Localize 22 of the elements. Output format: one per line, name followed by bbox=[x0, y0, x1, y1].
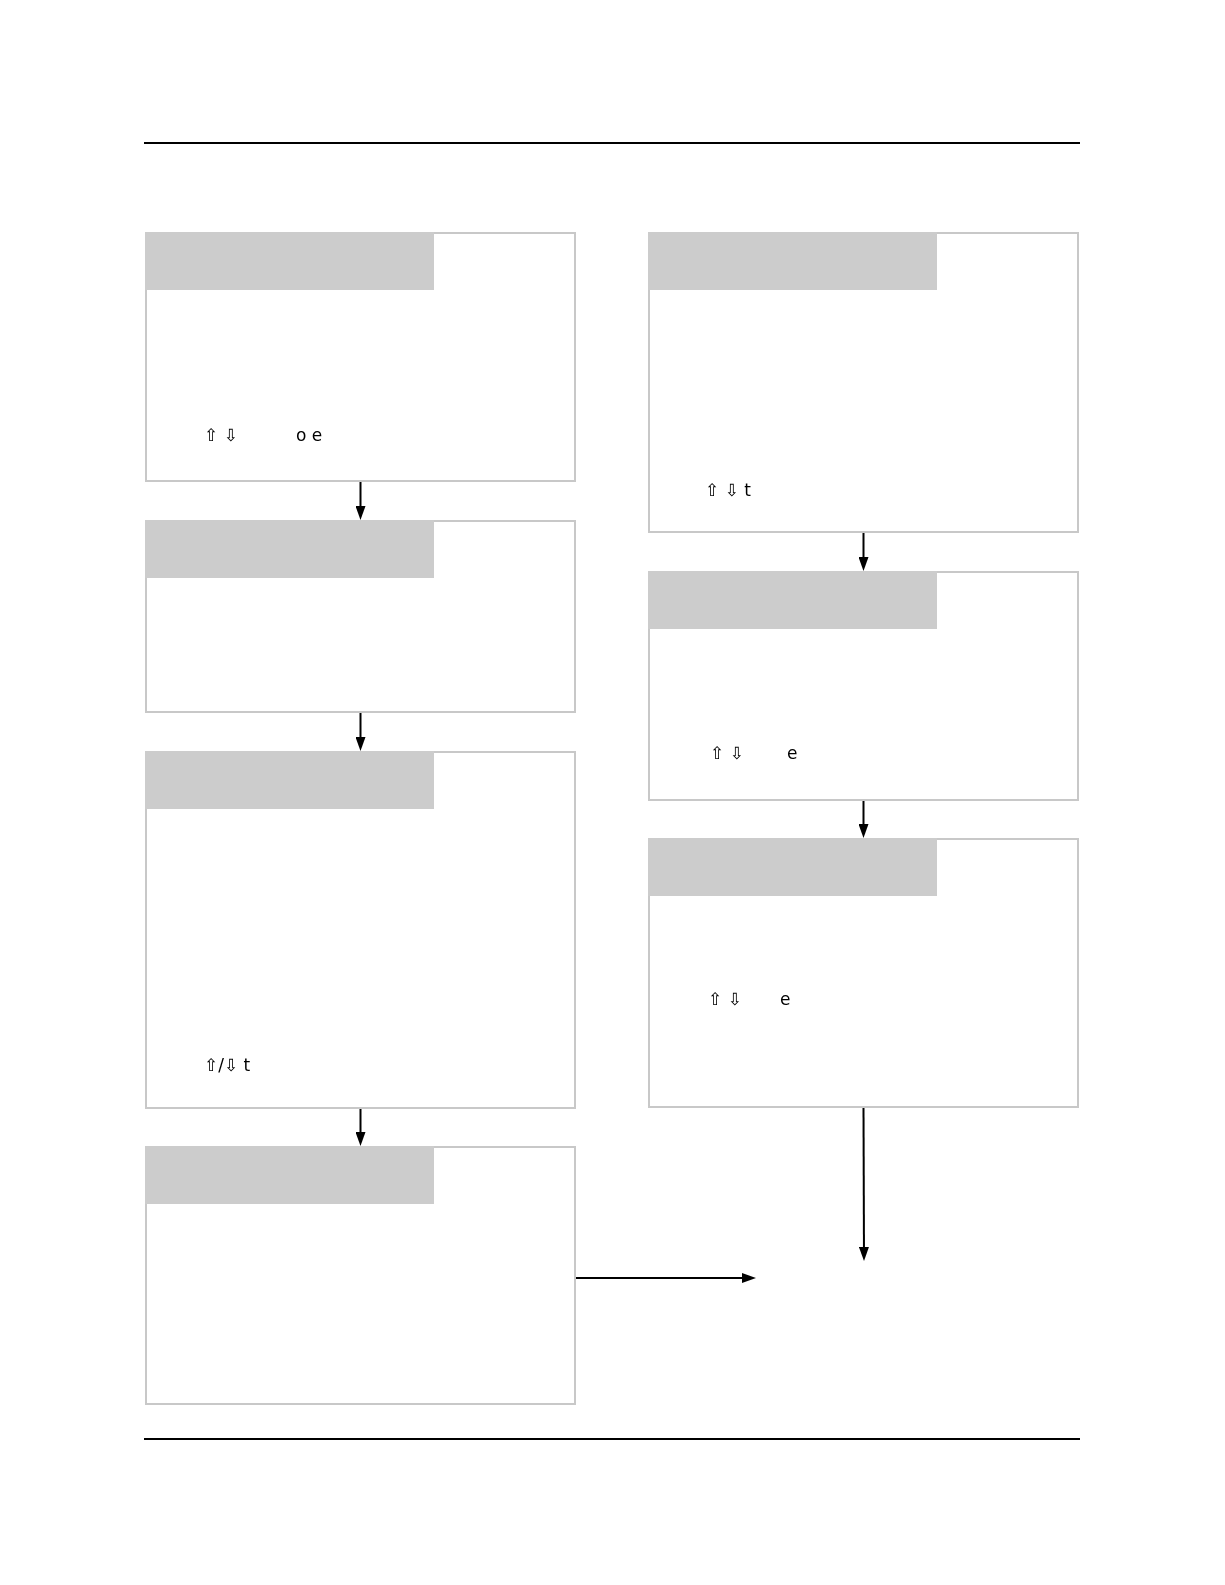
arrow bbox=[355, 1108, 366, 1146]
step-box bbox=[145, 751, 576, 1109]
step-box bbox=[648, 232, 1079, 533]
instruction-text: ⇧ ⇩ t bbox=[705, 480, 751, 500]
instruction-text: o e bbox=[296, 425, 323, 445]
instruction-text: e bbox=[780, 989, 791, 1009]
step-box bbox=[145, 520, 576, 713]
instruction-text: ⇧ ⇩ bbox=[204, 425, 238, 445]
step-box bbox=[648, 571, 1079, 801]
step-box bbox=[648, 838, 1079, 1108]
arrow bbox=[858, 800, 869, 838]
arrow bbox=[858, 532, 869, 571]
arrow bbox=[575, 1273, 756, 1283]
arrow bbox=[355, 712, 366, 751]
arrow bbox=[858, 1107, 869, 1261]
instruction-text: ⇧ ⇩ bbox=[708, 989, 742, 1009]
step-box bbox=[145, 232, 576, 482]
arrow bbox=[355, 481, 366, 520]
instruction-text: ⇧/⇩ t bbox=[204, 1055, 251, 1075]
instruction-text: ⇧ ⇩ bbox=[710, 743, 744, 763]
instruction-text: e bbox=[787, 743, 798, 763]
step-box bbox=[145, 1146, 576, 1405]
